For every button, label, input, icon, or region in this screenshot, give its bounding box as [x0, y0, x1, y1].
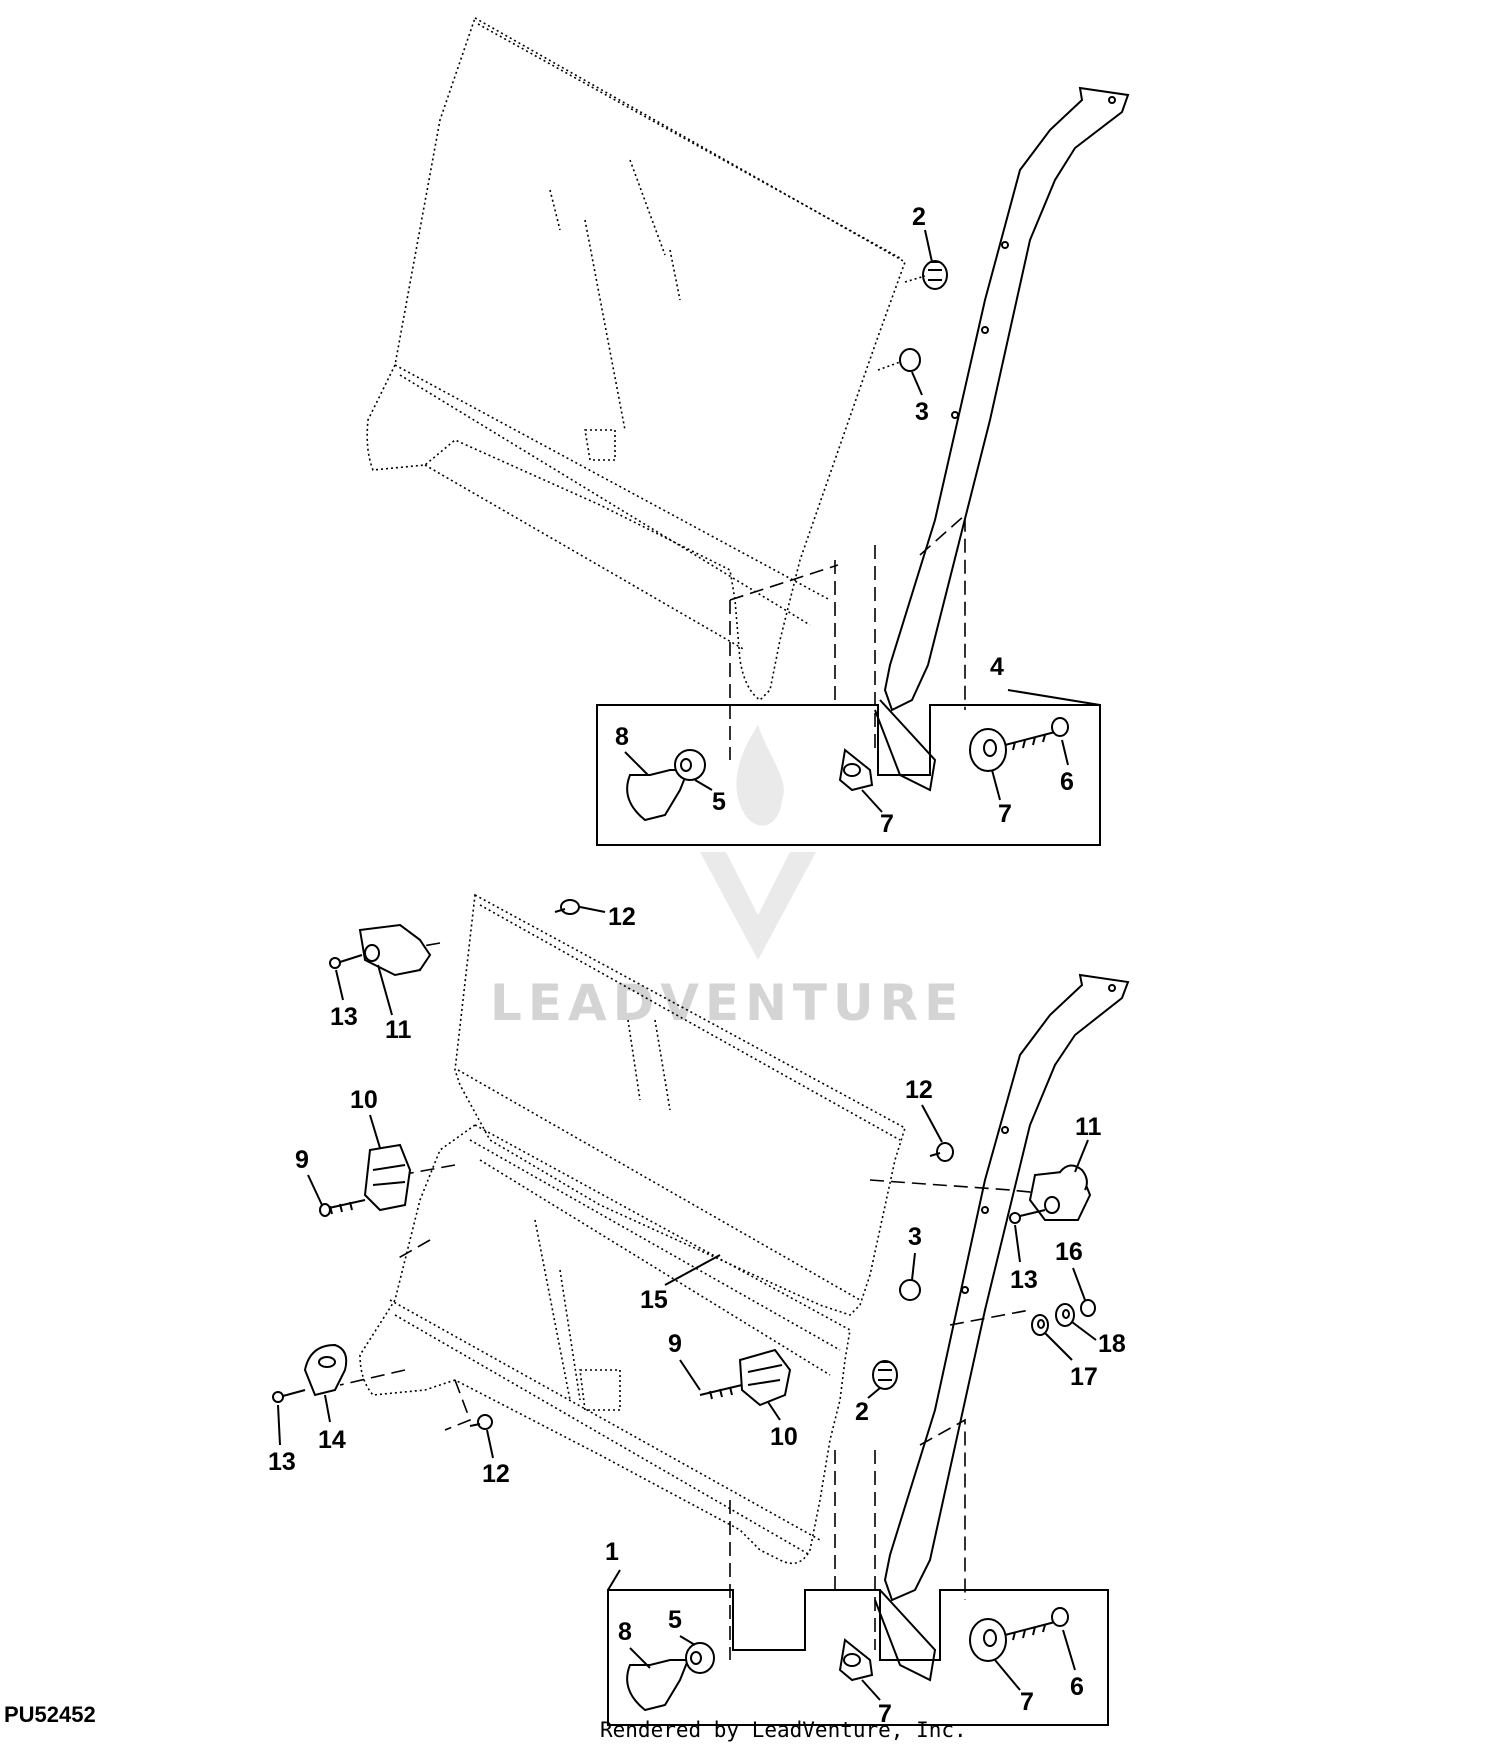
- windshield-upper-panel-bottom: [454, 893, 906, 1316]
- callout-17: 17: [1070, 1363, 1098, 1391]
- callout-6-bottom: 6: [1070, 1673, 1084, 1701]
- callout-9-left: 9: [295, 1146, 309, 1174]
- nut-part-16: [1080, 1299, 1096, 1317]
- render-credit: Rendered by LeadVenture, Inc.: [600, 1718, 967, 1742]
- callout-5-bottom: 5: [668, 1606, 682, 1634]
- callout-11-right: 11: [1075, 1113, 1102, 1141]
- screw-part-13-right: [1009, 1209, 1046, 1224]
- windshield-lower-panel-bottom: [359, 1124, 851, 1565]
- screw-part-6-top: [1004, 717, 1069, 751]
- windshield-panel-top: [366, 16, 906, 702]
- callout-7-bottom-right: 7: [1020, 1688, 1034, 1716]
- callout-11-upper-left: 11: [385, 1016, 412, 1044]
- screw-part-13-upper-left: [329, 954, 363, 969]
- callout-8-bottom: 8: [618, 1618, 632, 1646]
- callout-12-right: 12: [905, 1076, 933, 1104]
- callout-13-lower-left: 13: [268, 1448, 296, 1476]
- screw-part-9-center: [699, 1384, 743, 1400]
- callout-7-bottom-left: 7: [878, 1700, 892, 1728]
- bumper-stop-part-2-bottom: [872, 1360, 898, 1390]
- callout-3-bottom: 3: [908, 1223, 922, 1251]
- hinge-part-11-upper-left: [358, 923, 432, 977]
- callout-15: 15: [640, 1286, 668, 1314]
- washer-part-5-top: [674, 749, 706, 781]
- washer-part-7-bottom-right: [969, 1618, 1007, 1662]
- callout-14: 14: [318, 1426, 346, 1454]
- grommet-part-7-top-left: [838, 748, 874, 792]
- washer-part-17: [1031, 1314, 1049, 1336]
- top-view: 2 3 4 8 5 7 7 6: [366, 16, 1130, 846]
- hinge-part-10-left: [363, 1143, 412, 1212]
- side-post-bottom: [874, 973, 1130, 1682]
- washer-part-7-top-right: [969, 728, 1007, 772]
- callout-13-right: 13: [1010, 1266, 1038, 1294]
- screw-part-6-bottom: [1004, 1607, 1069, 1641]
- callout-3-top: 3: [915, 398, 929, 426]
- callout-1: 1: [605, 1538, 619, 1566]
- callout-6-top: 6: [1060, 768, 1074, 796]
- callout-8-top: 8: [615, 723, 629, 751]
- side-post-top: [874, 86, 1130, 792]
- leadventure-watermark-logo: [700, 725, 816, 960]
- bolt-part-12-top: [554, 899, 580, 915]
- kit-box-top: [596, 704, 1101, 846]
- callout-5-top: 5: [712, 788, 726, 816]
- watermark-text: LEADVENTURE: [490, 974, 964, 1032]
- latch-part-8-top: [626, 769, 690, 822]
- callout-12-lower: 12: [482, 1460, 510, 1488]
- callout-7-top-right: 7: [998, 800, 1012, 828]
- callout-4-top: 4: [990, 653, 1004, 681]
- kit-box-bottom: [607, 1589, 1109, 1726]
- bottom-view: 12 13 11 10 9 12 11 3 13 16 18 17 15 9 2…: [268, 893, 1130, 1728]
- callout-13-upper-left: 13: [330, 1003, 358, 1031]
- callout-2-top: 2: [912, 203, 926, 231]
- callout-12-top: 12: [608, 903, 636, 931]
- grommet-part-3-bottom: [899, 1279, 921, 1301]
- callout-2-bottom: 2: [855, 1398, 869, 1426]
- bolt-part-12-right: [929, 1142, 954, 1162]
- latch-part-8-bottom: [626, 1659, 690, 1712]
- grommet-part-3-top: [877, 348, 921, 372]
- washer-part-18: [1055, 1303, 1075, 1327]
- grommet-part-7-bottom-left: [838, 1638, 874, 1682]
- latch-part-14: [303, 1343, 348, 1397]
- callout-7-top-left: 7: [880, 810, 894, 838]
- bumper-stop-part-2-top: [904, 260, 948, 290]
- screw-part-13-lower-left: [272, 1389, 306, 1403]
- bolt-part-12-lower: [469, 1414, 493, 1430]
- hinge-part-10-center: [738, 1348, 792, 1407]
- callout-10-center: 10: [770, 1423, 798, 1451]
- hinge-part-11-right: [1028, 1164, 1092, 1221]
- screw-part-9-left: [319, 1199, 366, 1217]
- callout-16: 16: [1055, 1238, 1083, 1266]
- washer-part-5-bottom: [685, 1642, 715, 1674]
- callout-10-left: 10: [350, 1086, 378, 1114]
- callout-9-center: 9: [668, 1330, 682, 1358]
- callout-18: 18: [1098, 1330, 1126, 1358]
- diagram-id-label: PU52452: [4, 1702, 96, 1727]
